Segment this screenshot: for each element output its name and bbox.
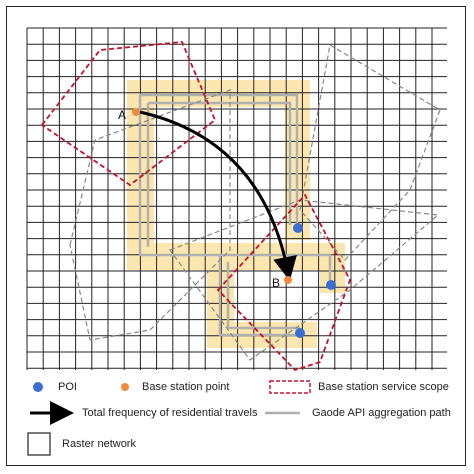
raster-grid [26, 27, 447, 370]
figure-frame [6, 6, 466, 466]
path-line-3 [218, 255, 300, 337]
legend-travel-label: Total frequency of residential travels [82, 407, 258, 419]
aggregation-path-lines [138, 93, 332, 337]
poi-marker [293, 223, 303, 233]
base-station-service-scopes [40, 41, 351, 372]
path-line-5 [148, 101, 292, 225]
base-station-point-b [284, 276, 292, 284]
poi-marker [326, 280, 336, 290]
point-a-label: A [118, 108, 127, 122]
scope-gray-left [69, 89, 231, 341]
residential-travel-arrow [139, 110, 297, 281]
path-line-1 [140, 93, 299, 225]
corridor-middle [127, 243, 345, 270]
legend-path-label: Gaode API aggregation path [312, 407, 451, 419]
legend-base-station-label: Base station point [142, 381, 230, 393]
base-station-point-a [132, 108, 140, 116]
legend-base-station-symbol [121, 383, 129, 391]
other-service-scopes [69, 44, 441, 361]
scope-gray-lower [169, 199, 440, 361]
service-scope-b [216, 193, 351, 372]
legend-poi-label: POI [58, 381, 77, 393]
legend-raster-label: Raster network [62, 438, 136, 450]
path-line-6 [226, 262, 300, 330]
service-scope-a [40, 41, 217, 187]
poi-marker [295, 328, 305, 338]
legend-raster-symbol [27, 432, 51, 456]
legend-poi-symbol [33, 382, 43, 392]
path-line-2 [138, 95, 332, 285]
point-b-label: B [272, 276, 281, 290]
scope-gray-right [299, 44, 441, 261]
legend-service-scope-symbol [269, 380, 311, 394]
legend-service-scope-label: Base station service scope [318, 381, 449, 393]
